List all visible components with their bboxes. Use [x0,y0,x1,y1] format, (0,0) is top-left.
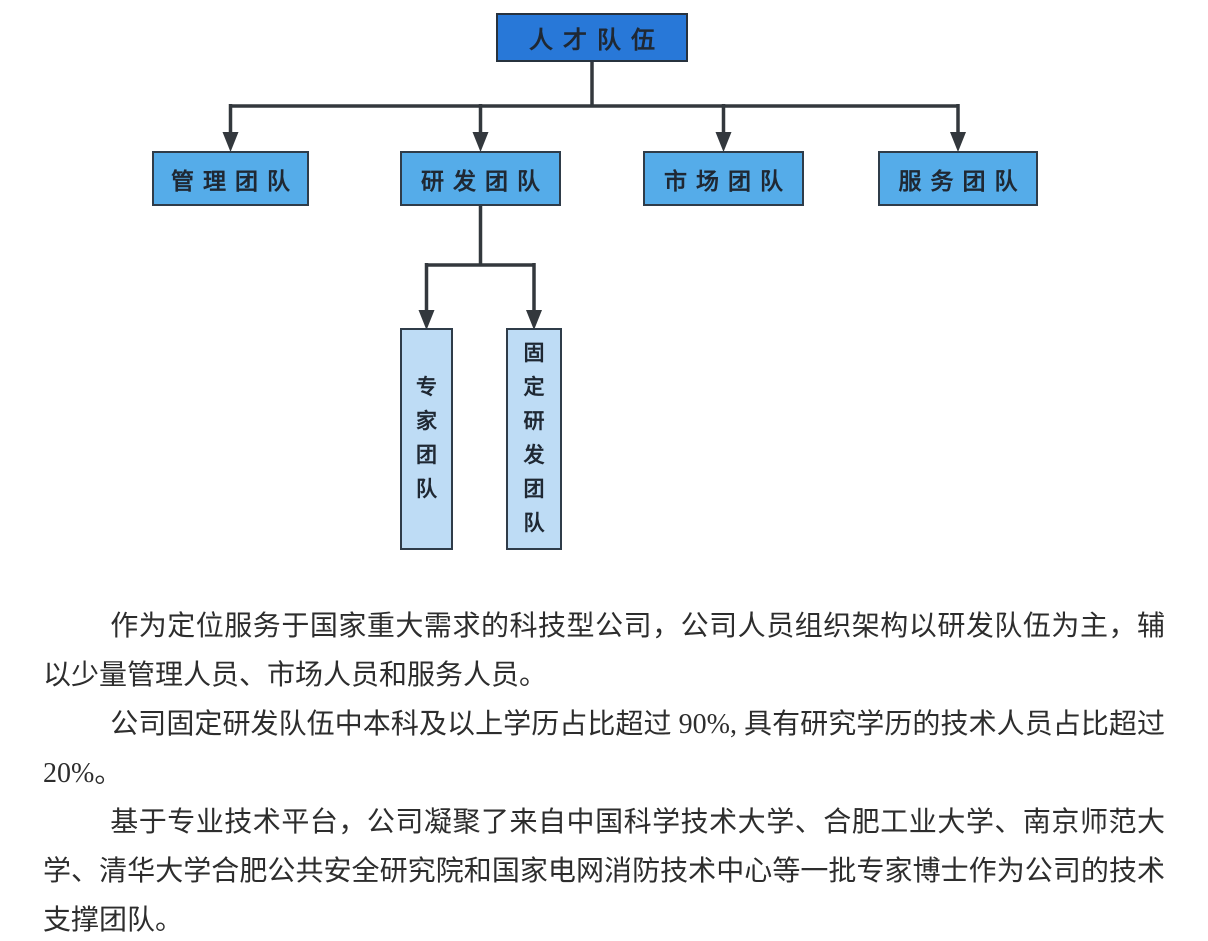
org-box-service-team: 服务团队 [878,151,1038,206]
org-chart: 人才队伍 管理团队 研发团队 市场团队 服务团队 专家团队 固定研发团队 [152,13,1038,550]
org-box-service-team-label: 服务团队 [898,167,1027,194]
org-box-fixed-rnd-team-label: 固定研发团队 [523,342,545,535]
paragraph-education-stats: 公司固定研发队伍中本科及以上学历占比超过 90%, 具有研究学历的技术人员占比超… [43,709,1165,789]
org-box-management-team: 管理团队 [152,151,309,206]
org-box-market-team: 市场团队 [643,151,804,206]
org-box-rnd-team-label: 研发团队 [421,167,549,194]
org-box-talent-team-label: 人才队伍 [529,27,665,54]
org-box-expert-team: 专家团队 [400,328,453,550]
org-box-rnd-team: 研发团队 [400,151,561,206]
org-box-fixed-rnd-team: 固定研发团队 [506,328,562,550]
org-chart-connector-lines [222,62,966,330]
paragraph-expert-support: 基于专业技术平台，公司凝聚了来自中国科学技术大学、合肥工业大学、南京师范大学、清… [43,807,1165,936]
org-box-market-team-label: 市场团队 [664,167,792,194]
org-box-expert-team-label: 专家团队 [415,376,437,501]
connector-lines [228,62,960,311]
arrowheads [222,132,966,330]
org-box-talent-team: 人才队伍 [496,13,688,62]
paragraph-overview: 作为定位服务于国家重大需求的科技型公司，公司人员组织架构以研发队伍为主，辅以少量… [43,611,1165,691]
org-box-management-team-label: 管理团队 [171,167,299,194]
body-text: 作为定位服务于国家重大需求的科技型公司，公司人员组织架构以研发队伍为主，辅以少量… [43,602,1165,941]
